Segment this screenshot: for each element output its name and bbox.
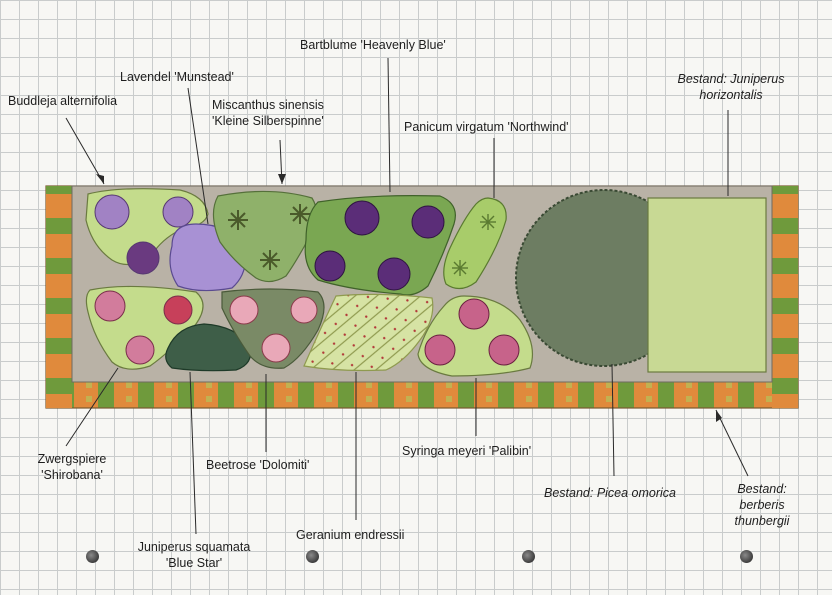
label-juniperus-h-line2: horizontalis xyxy=(699,88,763,102)
label-berberis-line1: Bestand: xyxy=(737,482,787,496)
label-miscanthus-line1: Miscanthus sinensis xyxy=(212,98,324,112)
flower xyxy=(377,257,411,291)
binder-hole xyxy=(86,550,99,563)
label-picea: Bestand: Picea omorica xyxy=(544,486,677,500)
panicum-stars xyxy=(452,214,496,276)
flower xyxy=(458,298,490,330)
bartblume-flowers xyxy=(314,200,445,291)
flower xyxy=(163,295,193,325)
beetrose-flowers xyxy=(229,295,318,363)
grass-star xyxy=(480,214,496,230)
label-zwergspiere-line2: 'Shirobana' xyxy=(41,468,103,482)
grass-star xyxy=(228,210,248,230)
flower xyxy=(488,334,520,366)
label-juniperus-h-line1: Bestand: Juniperus xyxy=(677,72,785,86)
binder-hole xyxy=(306,550,319,563)
leader-lavendel xyxy=(187,87,209,225)
label-beetrose: Beetrose 'Dolomiti' xyxy=(206,458,310,472)
bed-juniperus-horizontalis xyxy=(647,197,767,373)
flower xyxy=(125,335,155,365)
grass-star xyxy=(290,204,310,224)
arrow-heads xyxy=(96,174,722,422)
label-bartblume: Bartblume 'Heavenly Blue' xyxy=(300,38,446,52)
flower xyxy=(94,194,130,230)
bed-geranium xyxy=(303,293,434,372)
label-zwergspiere-line1: Zwergspiere xyxy=(37,452,107,466)
arrow-buddleja xyxy=(96,174,104,184)
flower xyxy=(162,196,194,228)
binder-hole xyxy=(522,550,535,563)
grass-star xyxy=(452,260,468,276)
flower xyxy=(229,295,259,325)
flower xyxy=(94,290,126,322)
flower xyxy=(344,200,380,236)
flower xyxy=(411,205,445,239)
binder-hole xyxy=(740,550,753,563)
zwergspiere-flowers xyxy=(94,290,193,365)
bed-juniperus-squamata xyxy=(165,323,252,372)
flower xyxy=(126,241,160,275)
flower xyxy=(290,296,318,324)
flower xyxy=(261,333,291,363)
label-geranium: Geranium endressii xyxy=(296,528,405,542)
label-lavendel: Lavendel 'Munstead' xyxy=(120,70,234,84)
leader-lines xyxy=(65,57,749,535)
arrow-berberis xyxy=(716,410,722,422)
buddleja-flowers xyxy=(94,194,194,275)
flower xyxy=(314,250,346,282)
label-berberis-line2: berberis xyxy=(739,498,785,512)
label-panicum: Panicum virgatum 'Northwind' xyxy=(404,120,569,134)
label-syringa: Syringa meyeri 'Palibin' xyxy=(402,444,532,458)
leader-berberis xyxy=(715,409,749,477)
syringa-flowers xyxy=(424,298,520,366)
leader-picea xyxy=(611,363,615,477)
leader-juniperus-s xyxy=(189,371,197,535)
leader-buddleja xyxy=(65,117,105,185)
arrow-miscanthus xyxy=(278,174,286,184)
label-berberis-line3: thunbergii xyxy=(734,514,790,528)
label-buddleja: Buddleja alternifolia xyxy=(8,94,118,108)
label-juniperus-s-line1: Juniperus squamata xyxy=(137,540,251,554)
leader-bartblume xyxy=(387,57,391,193)
leader-zwergspiere xyxy=(65,367,119,447)
grass-star xyxy=(260,250,280,270)
flower xyxy=(424,334,456,366)
label-miscanthus-line2: 'Kleine Silberspinne' xyxy=(212,114,324,128)
label-juniperus-s-line2: 'Blue Star' xyxy=(165,556,223,570)
miscanthus-stars xyxy=(228,204,310,270)
